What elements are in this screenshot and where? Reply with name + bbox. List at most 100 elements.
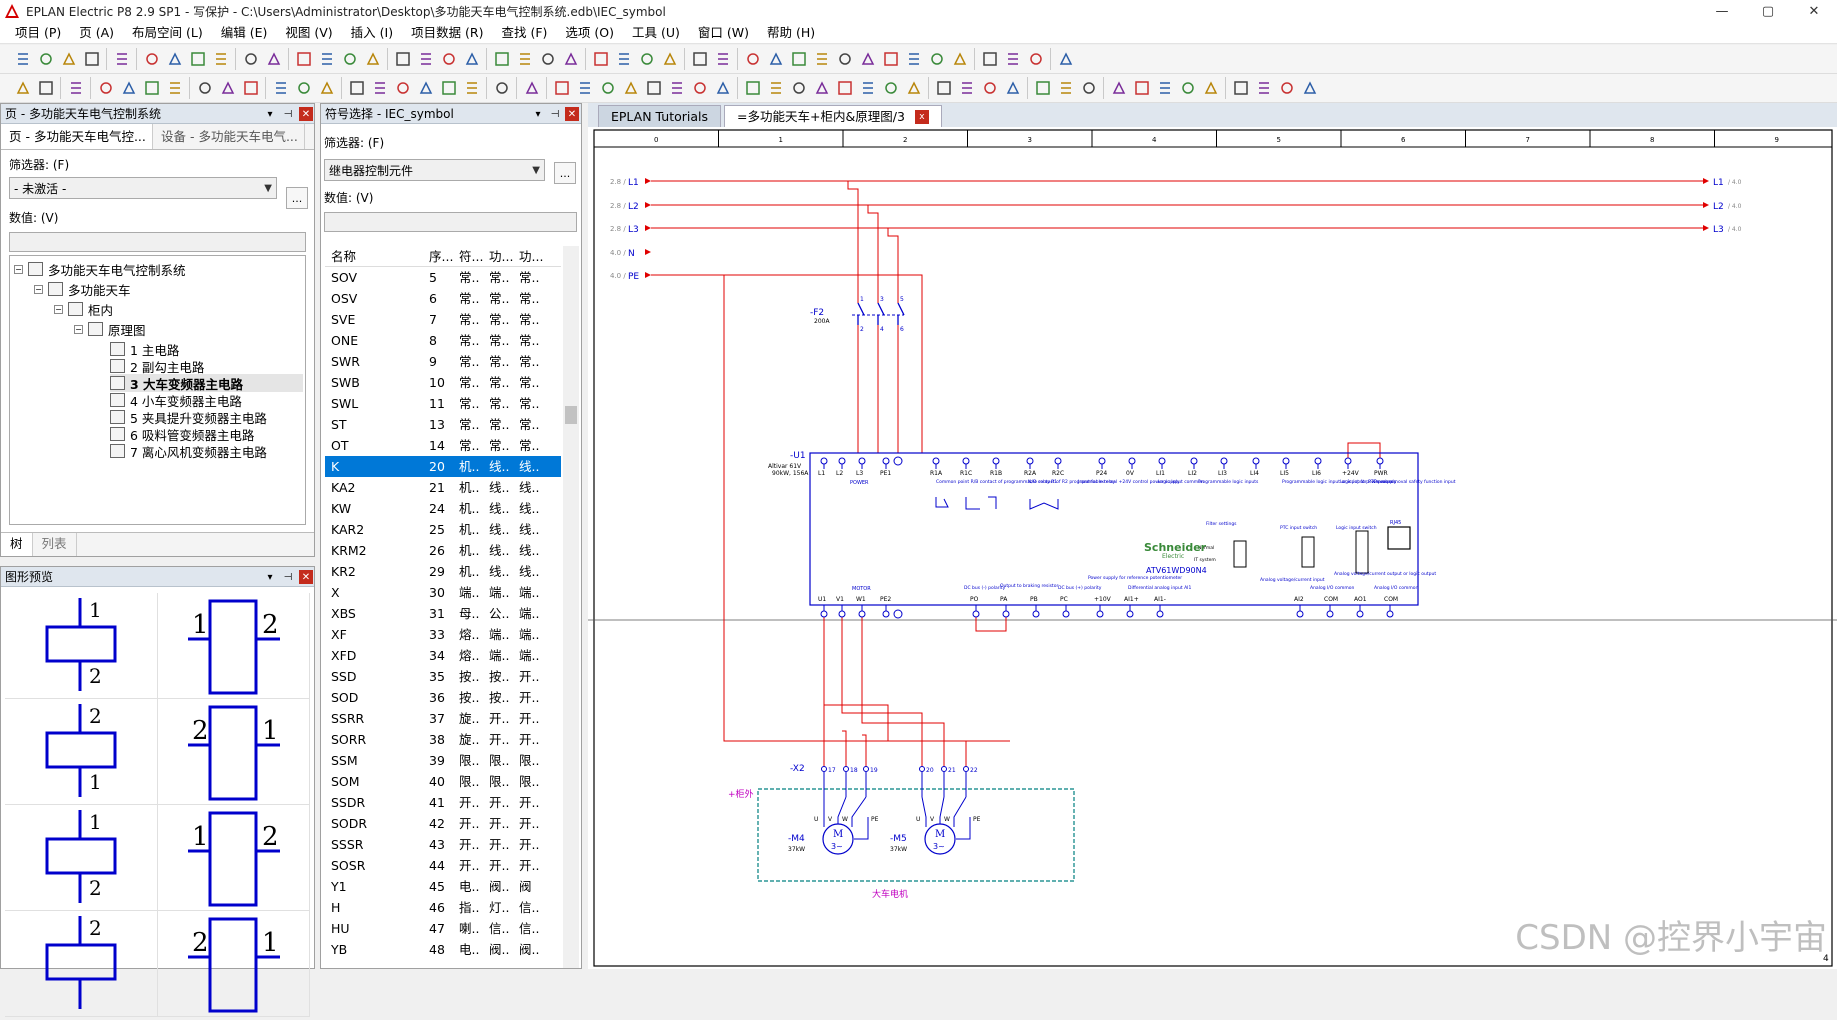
toolbar-tool-icon[interactable]	[788, 49, 809, 69]
toolbar-tool-icon[interactable]	[643, 78, 664, 98]
toolbar-tool-icon[interactable]	[689, 49, 710, 69]
toolbar-tool-icon[interactable]	[712, 78, 733, 98]
toolbar-tool-icon[interactable]	[316, 49, 337, 69]
pin-icon[interactable]: ⊣	[283, 571, 293, 583]
toolbar-tool-icon[interactable]	[597, 78, 618, 98]
panel-menu-icon[interactable]: ▾	[267, 571, 273, 583]
toolbar-tool-icon[interactable]	[1002, 49, 1023, 69]
toolbar-tool-icon[interactable]	[1055, 49, 1076, 69]
menu-item-8[interactable]: 选项 (O)	[565, 24, 614, 40]
symbol-table-scrollbar[interactable]	[563, 246, 579, 968]
toolbar-tool-icon[interactable]	[880, 49, 901, 69]
preview-cell[interactable]: 2 1	[157, 911, 310, 1017]
toolbar-tool-icon[interactable]	[551, 78, 572, 98]
toolbar-tool-icon[interactable]	[362, 49, 383, 69]
menu-item-9[interactable]: 工具 (U)	[632, 24, 680, 40]
toolbar-tool-icon[interactable]	[461, 49, 482, 69]
toolbar-tool-icon[interactable]	[811, 78, 832, 98]
toolbar-tool-icon[interactable]	[95, 78, 116, 98]
menu-item-5[interactable]: 插入 (I)	[350, 24, 394, 40]
close-window-button[interactable]: ✕	[1808, 3, 1820, 19]
toolbar-tool-icon[interactable]	[1108, 78, 1129, 98]
toolbar-tool-icon[interactable]	[1200, 78, 1221, 98]
toolbar-tool-icon[interactable]	[194, 78, 215, 98]
toolbar-tool-icon[interactable]	[1253, 78, 1274, 98]
tree-node-function[interactable]: − 多功能天车	[34, 280, 131, 298]
toolbar-tool-icon[interactable]	[1131, 78, 1152, 98]
toolbar-tool-icon[interactable]	[574, 78, 595, 98]
toolbar-tool-icon[interactable]	[514, 49, 535, 69]
toolbar-tool-icon[interactable]	[392, 78, 413, 98]
column-header[interactable]: 功...	[489, 249, 514, 264]
toolbar-tool-icon[interactable]	[537, 49, 558, 69]
toolbar-tool-icon[interactable]	[438, 78, 459, 98]
preview-cell[interactable]: 1 2	[5, 805, 158, 911]
toolbar-tool-icon[interactable]	[240, 49, 261, 69]
toolbar-tool-icon[interactable]	[979, 49, 1000, 69]
toolbar-tool-icon[interactable]	[392, 49, 413, 69]
close-tab-icon[interactable]: x	[914, 109, 929, 124]
toolbar-tool-icon[interactable]	[903, 78, 924, 98]
toolbar-tool-icon[interactable]	[712, 49, 733, 69]
collapse-icon[interactable]: −	[14, 264, 23, 274]
tree-page-item[interactable]: 7 离心风机变频器主电路	[110, 442, 267, 460]
toolbar-tool-icon[interactable]	[1078, 78, 1099, 98]
collapse-icon[interactable]: −	[74, 324, 83, 334]
collapse-icon[interactable]: −	[34, 284, 43, 294]
toolbar-tool-icon[interactable]	[834, 78, 855, 98]
toolbar-tool-icon[interactable]	[1276, 78, 1297, 98]
toolbar-tool-icon[interactable]	[293, 49, 314, 69]
column-header[interactable]: 序...	[429, 249, 454, 264]
symbol-value-input[interactable]	[324, 212, 577, 232]
toolbar-tool-icon[interactable]	[164, 49, 185, 69]
close-icon[interactable]: ✕	[565, 107, 579, 121]
toolbar-tool-icon[interactable]	[857, 78, 878, 98]
toolbar-tool-icon[interactable]	[1177, 78, 1198, 98]
toolbar-tool-icon[interactable]	[956, 78, 977, 98]
value-input[interactable]	[9, 232, 306, 252]
toolbar-tool-icon[interactable]	[1032, 78, 1053, 98]
tab-eplan-tutorials[interactable]: EPLAN Tutorials	[598, 105, 722, 127]
toolbar-tool-icon[interactable]	[58, 49, 79, 69]
tree-page-item[interactable]: 2 副勾主电路	[110, 357, 204, 375]
toolbar-tool-icon[interactable]	[590, 49, 611, 69]
toolbar-tool-icon[interactable]	[217, 78, 238, 98]
toolbar-tool-icon[interactable]	[933, 78, 954, 98]
toolbar-tool-icon[interactable]	[12, 49, 33, 69]
toolbar-tool-icon[interactable]	[35, 78, 56, 98]
toolbar-tool-icon[interactable]	[65, 78, 86, 98]
toolbar-tool-icon[interactable]	[1230, 78, 1251, 98]
tab-list[interactable]: 列表	[33, 533, 77, 556]
toolbar-tool-icon[interactable]	[118, 78, 139, 98]
toolbar-tool-icon[interactable]	[141, 78, 162, 98]
toolbar-tool-icon[interactable]	[187, 49, 208, 69]
toolbar-tool-icon[interactable]	[35, 49, 56, 69]
toolbar-tool-icon[interactable]	[834, 49, 855, 69]
toolbar-tool-icon[interactable]	[620, 78, 641, 98]
filter-select[interactable]: - 未激活 - ▼	[9, 177, 277, 199]
tab-pages[interactable]: 页 - 多功能天车电气控...	[1, 124, 153, 149]
toolbar-tool-icon[interactable]	[415, 78, 436, 98]
toolbar-tool-icon[interactable]	[742, 78, 763, 98]
toolbar-tool-icon[interactable]	[1002, 78, 1023, 98]
toolbar-tool-icon[interactable]	[765, 78, 786, 98]
